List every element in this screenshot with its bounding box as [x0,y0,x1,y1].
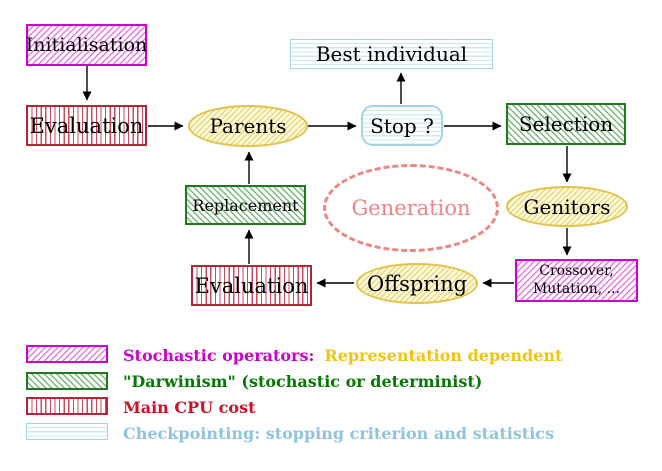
node-selection-label: Selection [518,112,614,136]
node-evaluation-bottom-label: Evaluation [194,273,309,298]
node-best-individual: Best individual [290,39,493,69]
legend-swatch-stochastic-operators [26,345,108,363]
node-stop: Stop ? [361,105,443,146]
legend-label-checkpointing: Checkpointing: stopping criterion and st… [123,424,555,443]
node-evaluation-top: Evaluation [26,105,147,146]
node-parents-label: Parents [209,114,287,138]
legend-swatch-main-cpu-cost [26,397,108,415]
node-crossover-label-line2: Mutation, ... [532,280,621,297]
node-initialisation: Initialisation [26,24,147,66]
node-offspring-label: Offspring [366,271,468,296]
legend-label-stochastic-part: Stochastic operators: [123,346,315,365]
node-selection: Selection [506,103,626,145]
node-initialisation-label: Initialisation [25,34,148,56]
node-stop-label: Stop ? [370,113,434,138]
node-evaluation-bottom: Evaluation [191,265,312,306]
node-generation-cycle: Generation [323,164,499,252]
legend-label-representation-part: Representation dependent [324,346,563,365]
legend-label-darwinism: "Darwinism" (stochastic or determinist) [123,372,483,391]
node-replacement: Replacement [185,185,306,225]
node-offspring: Offspring [356,263,478,304]
node-genitors: Genitors [506,186,628,227]
node-replacement-label: Replacement [192,195,299,215]
node-evaluation-top-label: Evaluation [29,113,144,138]
legend-swatch-darwinism [26,372,108,390]
node-generation-label: Generation [351,196,471,220]
node-crossover-label-line1: Crossover, [539,263,614,279]
legend-swatch-checkpointing [26,423,108,440]
node-genitors-label: Genitors [523,194,611,219]
legend-label-main-cpu-cost: Main CPU cost [123,398,256,417]
node-best-individual-label: Best individual [315,42,468,66]
node-crossover-mutation: Crossover, Mutation, ... [515,259,638,302]
node-parents: Parents [188,105,308,147]
legend-label-stochastic-operators: Stochastic operators: Representation depe… [123,346,562,365]
